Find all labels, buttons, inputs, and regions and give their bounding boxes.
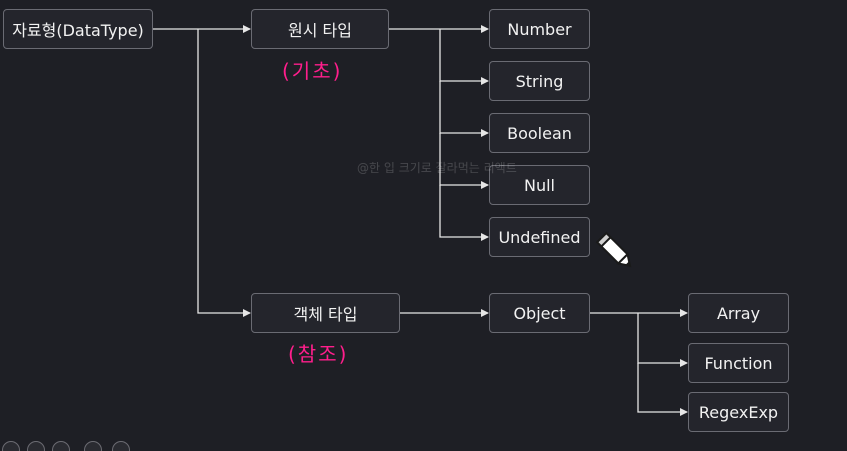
node-number-label: Number <box>507 19 572 39</box>
node-primitive: 원시 타입 <box>251 9 389 49</box>
edge-object-to-regexexp <box>637 363 688 416</box>
edge-primitive-to-string <box>439 29 489 85</box>
node-null-label: Null <box>524 175 555 195</box>
node-root: 자료형(DataType) <box>3 9 153 49</box>
toolbar-button-4[interactable] <box>84 441 102 451</box>
edge-primitive-to-undefined <box>439 185 489 241</box>
edge-root-to-reference <box>197 29 251 317</box>
node-undefined: Undefined <box>489 217 590 257</box>
node-array: Array <box>688 293 789 333</box>
node-regexexp-label: RegexExp <box>698 402 779 422</box>
watermark-text: @한 입 크기로 잘라먹는 리액트 <box>357 161 517 175</box>
node-root-label: 자료형(DataType) <box>12 21 144 40</box>
node-primitive-label: 원시 타입 <box>288 21 352 40</box>
node-array-label: Array <box>716 303 761 323</box>
toolbar-button-1[interactable] <box>2 441 20 451</box>
toolbar-button-2[interactable] <box>27 441 45 451</box>
node-object: Object <box>489 293 590 333</box>
node-function: Function <box>688 343 789 383</box>
node-reference-label: 객체 타입 <box>293 305 358 324</box>
node-boolean-label: Boolean <box>507 123 572 143</box>
node-string: String <box>489 61 590 101</box>
node-regexexp: RegexExp <box>688 392 789 432</box>
node-reference: 객체 타입 <box>251 293 400 333</box>
node-number: Number <box>489 9 590 49</box>
node-function-label: Function <box>704 353 773 373</box>
edge-primitive-to-boolean <box>439 81 489 137</box>
toolbar-button-3[interactable] <box>52 441 70 451</box>
bottom-toolbar <box>2 441 142 451</box>
annotation-reference: (참조) <box>288 342 349 366</box>
node-object-label: Object <box>513 303 566 323</box>
annotation-primitive: (기초) <box>282 59 343 83</box>
node-boolean: Boolean <box>489 113 590 153</box>
node-undefined-label: Undefined <box>498 227 581 247</box>
pencil-cursor-icon <box>595 231 632 268</box>
toolbar-button-5[interactable] <box>112 441 130 451</box>
node-string-label: String <box>515 71 564 91</box>
edge-object-to-function <box>637 313 688 367</box>
